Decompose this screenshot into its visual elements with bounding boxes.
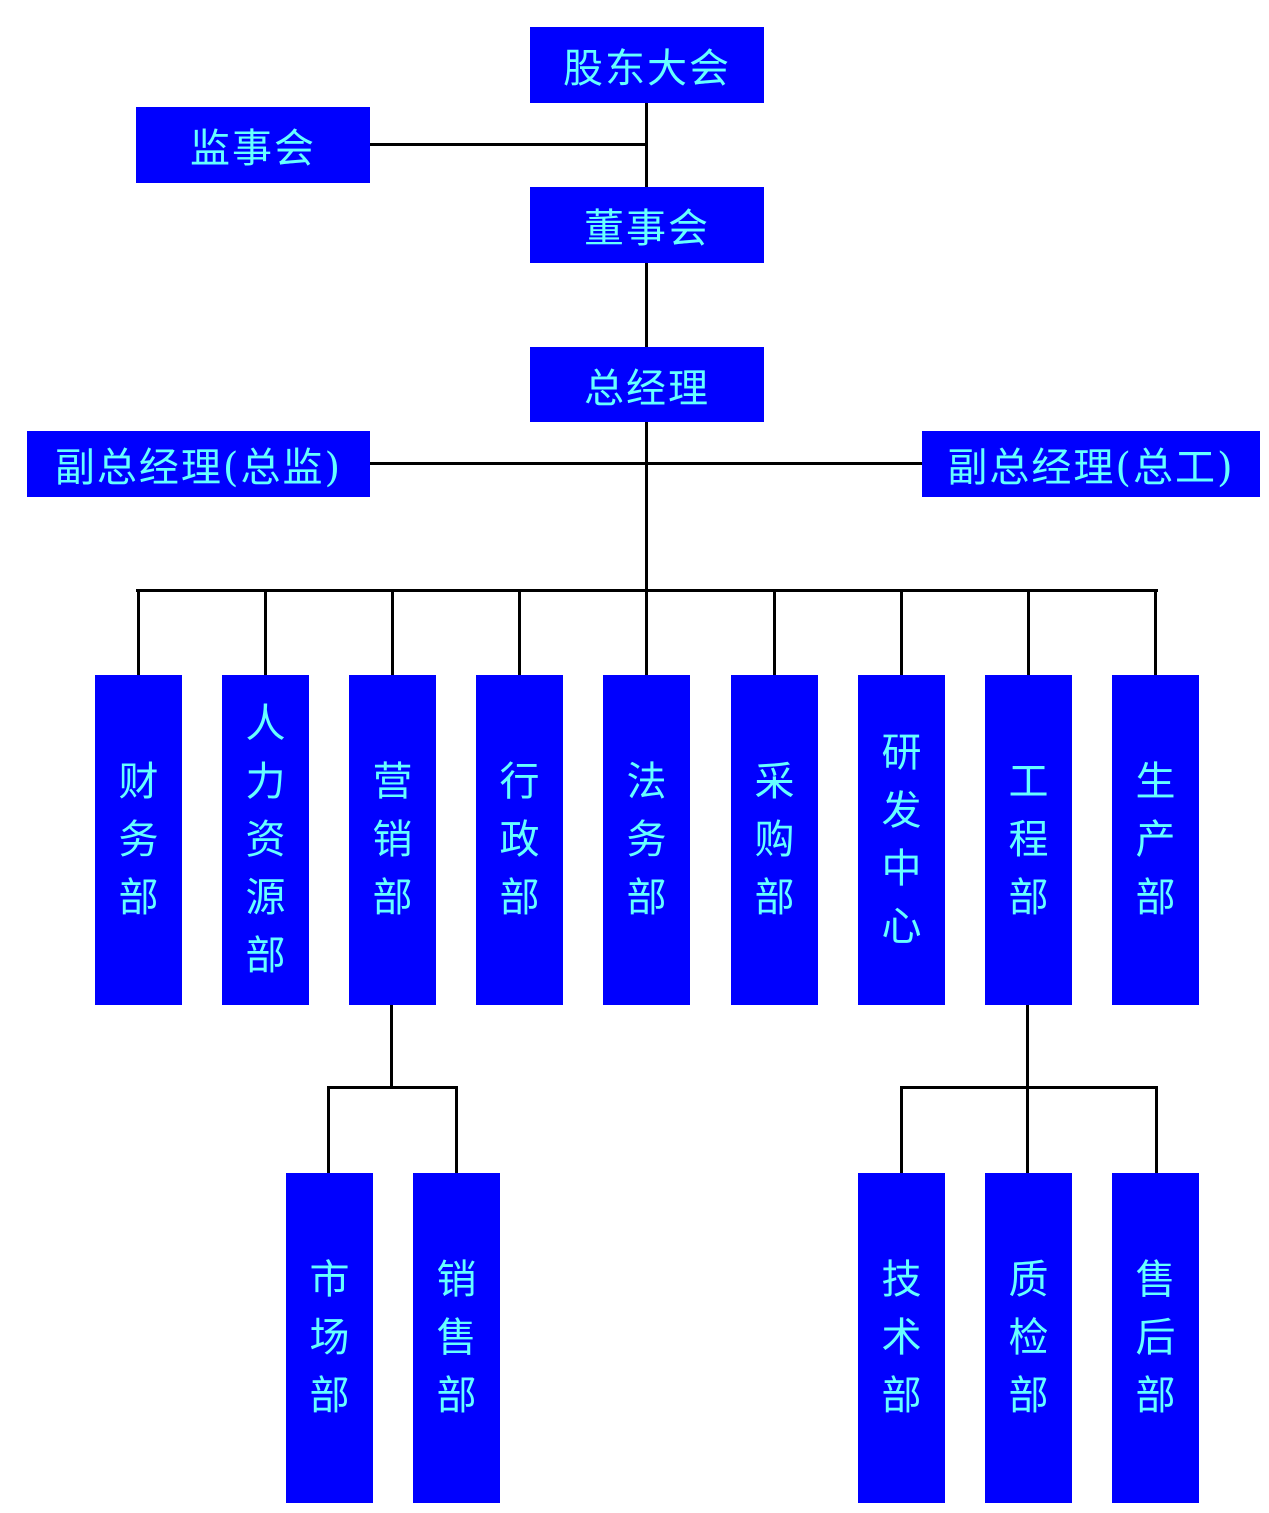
- department-label-char: 产: [1135, 817, 1176, 863]
- department-label-char: 行: [499, 759, 540, 805]
- department-label-char: 部: [881, 1373, 922, 1419]
- marketing-sub-box: 销售部: [413, 1173, 500, 1503]
- supervisory-board-label: 监事会: [190, 126, 316, 172]
- general-manager-label: 总经理: [584, 365, 710, 412]
- connector-marketing-bus: [327, 1086, 458, 1089]
- shareholders-meeting-label: 股东大会: [563, 46, 731, 92]
- general-manager-box: 总经理: [530, 347, 764, 422]
- vice-gm-director-box: 副总经理(总监): [27, 431, 370, 497]
- vice-gm-engineer-box: 副总经理(总工): [922, 431, 1260, 497]
- department-box: 人力资源部: [222, 675, 309, 1005]
- department-label-char: 源: [245, 875, 286, 921]
- connector-department-drop: [1027, 589, 1030, 676]
- department-box: 生产部: [1112, 675, 1199, 1005]
- department-label-char: 部: [372, 875, 413, 921]
- connector-marketing-down: [390, 1004, 393, 1088]
- department-label-char: 法: [626, 759, 667, 805]
- department-box: 法务部: [603, 675, 690, 1005]
- department-label-char: 研: [881, 730, 922, 776]
- department-label-char: 市: [309, 1257, 350, 1303]
- vice-gm-engineer-label: 副总经理(总工): [947, 445, 1235, 491]
- department-label-char: 中: [881, 846, 922, 892]
- department-label-char: 工: [1008, 759, 1049, 805]
- department-label-char: 部: [1008, 875, 1049, 921]
- department-label-char: 程: [1008, 817, 1049, 863]
- shareholders-meeting-box: 股东大会: [530, 27, 764, 103]
- connector-department-drop: [137, 589, 140, 676]
- connector-department-drop: [645, 589, 648, 676]
- department-label-char: 售: [1135, 1257, 1176, 1303]
- department-label-char: 部: [309, 1373, 350, 1419]
- department-label-char: 部: [245, 933, 286, 979]
- department-label-char: 部: [1135, 875, 1176, 921]
- department-label-char: 采: [754, 759, 795, 805]
- department-label-char: 部: [1008, 1373, 1049, 1419]
- department-label-char: 质: [1008, 1257, 1049, 1303]
- department-label-char: 力: [245, 759, 286, 805]
- department-label-char: 场: [309, 1315, 350, 1361]
- department-label-char: 生: [1135, 759, 1176, 805]
- board-of-directors-label: 董事会: [584, 206, 710, 252]
- department-box: 研发中心: [858, 675, 945, 1005]
- connector-engineering-bus: [900, 1086, 1158, 1089]
- board-of-directors-box: 董事会: [530, 187, 764, 263]
- department-label-char: 部: [436, 1373, 477, 1419]
- department-label-char: 销: [436, 1257, 477, 1303]
- department-label-char: 资: [245, 817, 286, 863]
- connector-supervisors: [370, 143, 647, 146]
- department-box: 营销部: [349, 675, 436, 1005]
- engineering-sub-box: 技术部: [858, 1173, 945, 1503]
- department-label-char: 部: [118, 875, 159, 921]
- connector-marketing-drop-1: [327, 1086, 330, 1174]
- department-label-char: 部: [499, 875, 540, 921]
- connector-engineering-drop-1: [900, 1086, 903, 1174]
- department-label-char: 技: [881, 1257, 922, 1303]
- department-label-char: 购: [754, 817, 795, 863]
- department-label-char: 人: [245, 701, 286, 747]
- connector-department-drop: [773, 589, 776, 676]
- department-label-char: 后: [1135, 1315, 1176, 1361]
- vice-gm-director-label: 副总经理(总监): [54, 445, 343, 491]
- department-label-char: 心: [881, 904, 922, 950]
- connector-board-gm: [645, 262, 648, 347]
- connector-department-drop: [1154, 589, 1157, 676]
- department-label-char: 发: [881, 788, 922, 834]
- marketing-sub-box: 市场部: [286, 1173, 373, 1503]
- connector-marketing-drop-2: [455, 1086, 458, 1174]
- department-label-char: 售: [436, 1315, 477, 1361]
- department-label-char: 财: [118, 759, 159, 805]
- department-label-char: 术: [881, 1315, 922, 1361]
- connector-gm-departments: [645, 421, 648, 591]
- connector-vgm: [370, 462, 923, 465]
- connector-department-drop: [900, 589, 903, 676]
- connector-department-drop: [264, 589, 267, 676]
- department-label-char: 务: [118, 817, 159, 863]
- department-box: 采购部: [731, 675, 818, 1005]
- connector-department-drop: [391, 589, 394, 676]
- department-label-char: 部: [626, 875, 667, 921]
- department-label-char: 政: [499, 817, 540, 863]
- department-label-char: 部: [1135, 1373, 1176, 1419]
- department-label-char: 务: [626, 817, 667, 863]
- connector-department-drop: [518, 589, 521, 676]
- connector-engineering-down: [1026, 1004, 1029, 1174]
- engineering-sub-box: 售后部: [1112, 1173, 1199, 1503]
- department-label-char: 检: [1008, 1315, 1049, 1361]
- supervisory-board-box: 监事会: [136, 107, 370, 183]
- department-label-char: 部: [754, 875, 795, 921]
- engineering-sub-box: 质检部: [985, 1173, 1072, 1503]
- department-box: 财务部: [95, 675, 182, 1005]
- department-box: 行政部: [476, 675, 563, 1005]
- department-label-char: 销: [372, 817, 413, 863]
- department-label-char: 营: [372, 759, 413, 805]
- department-box: 工程部: [985, 675, 1072, 1005]
- connector-engineering-drop-3: [1155, 1086, 1158, 1174]
